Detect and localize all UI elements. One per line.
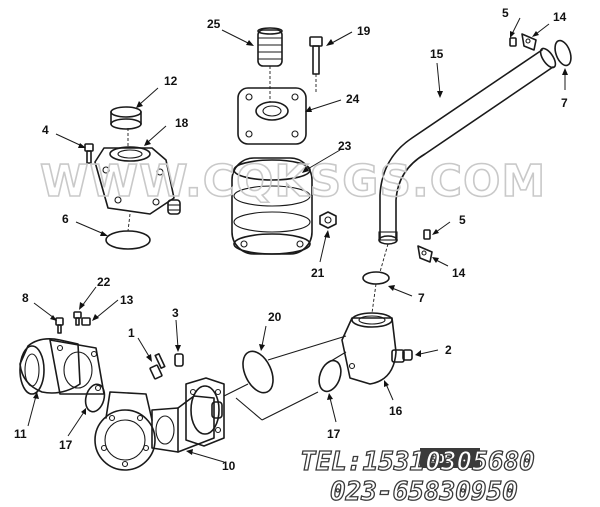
part-19-gasket (242, 350, 274, 394)
part-18-housing (94, 146, 181, 215)
callout-7-top: 7 (561, 96, 568, 110)
part-8-bolt (55, 317, 64, 334)
part-17-gasket-right (318, 359, 342, 393)
part-1-nut (174, 353, 184, 367)
callout-13: 13 (120, 293, 134, 307)
part-22-bolt (309, 36, 323, 75)
callout-1: 3 (172, 306, 179, 320)
contact-tel: TEL:15310305680 (300, 447, 535, 477)
callout-25: 24 (346, 92, 360, 106)
callout-24: 25 (207, 17, 221, 31)
callout-12: 12 (164, 74, 178, 88)
part-12-sleeve (110, 106, 142, 130)
part-5-screw-top (509, 37, 517, 47)
part-21-nut (319, 211, 337, 229)
part-23-bellows (231, 157, 313, 255)
callout-23: 23 (338, 139, 352, 153)
callout-8: 8 (22, 291, 29, 305)
callout-17-right: 17 (327, 427, 341, 441)
part-25-flange (237, 87, 307, 145)
part-14-clamp-top (521, 33, 537, 51)
callout-14-lower: 14 (452, 266, 466, 280)
callout-5-top: 5 (502, 6, 509, 20)
part-16-elbow (341, 312, 405, 385)
watermark-text: WWW.CQKSGS.COM (40, 156, 546, 207)
callout-17-left: 17 (59, 438, 73, 452)
contact-overlay: 305 TEL:15310305680 023-65830950 (299, 446, 535, 507)
callout-4: 4 (42, 123, 49, 137)
part-17-gasket-left (84, 383, 106, 413)
leader-lines (27, 17, 568, 463)
part-24-threaded-plug (257, 27, 283, 67)
part-5-screw-lower (423, 229, 431, 240)
part-11-inlet-elbow (19, 338, 81, 395)
callout-21: 21 (311, 266, 325, 280)
callout-14-top: 14 (553, 10, 567, 24)
part-13-bolt (81, 317, 91, 326)
callout-19: 20 (268, 310, 282, 324)
part-7-gasket-top (554, 39, 572, 67)
callout-11: 11 (14, 427, 27, 441)
callout-22: 19 (357, 24, 371, 38)
stamp-box (420, 448, 480, 468)
callout-labels: 25 19 24 23 21 15 5 14 7 5 14 7 2 16 17 … (14, 6, 568, 473)
part-2-plug (402, 349, 413, 361)
assembly-lines (127, 66, 389, 421)
callout-7-lower: 7 (418, 291, 425, 305)
part-7-gasket-lower (362, 271, 390, 285)
stamp-text: 305 (430, 451, 452, 466)
part-10-pump (94, 377, 225, 471)
callout-5-lower: 5 (459, 213, 466, 227)
callout-10: 10 (222, 459, 236, 473)
contact-phone: 023-65830950 (330, 477, 518, 507)
part-3-bolt (149, 353, 166, 380)
callout-18: 18 (175, 116, 189, 130)
part-20-bolt (73, 311, 82, 326)
callout-15: 15 (430, 47, 444, 61)
part-15-exhaust-pipe (378, 47, 557, 245)
callout-6: 6 (62, 212, 69, 226)
callout-2: 2 (445, 343, 452, 357)
callout-16: 16 (389, 404, 403, 418)
part-6-gasket (105, 230, 151, 250)
callout-3: 1 (128, 326, 135, 340)
part-14-clamp-lower (417, 245, 433, 263)
callout-20: 22 (97, 275, 111, 289)
